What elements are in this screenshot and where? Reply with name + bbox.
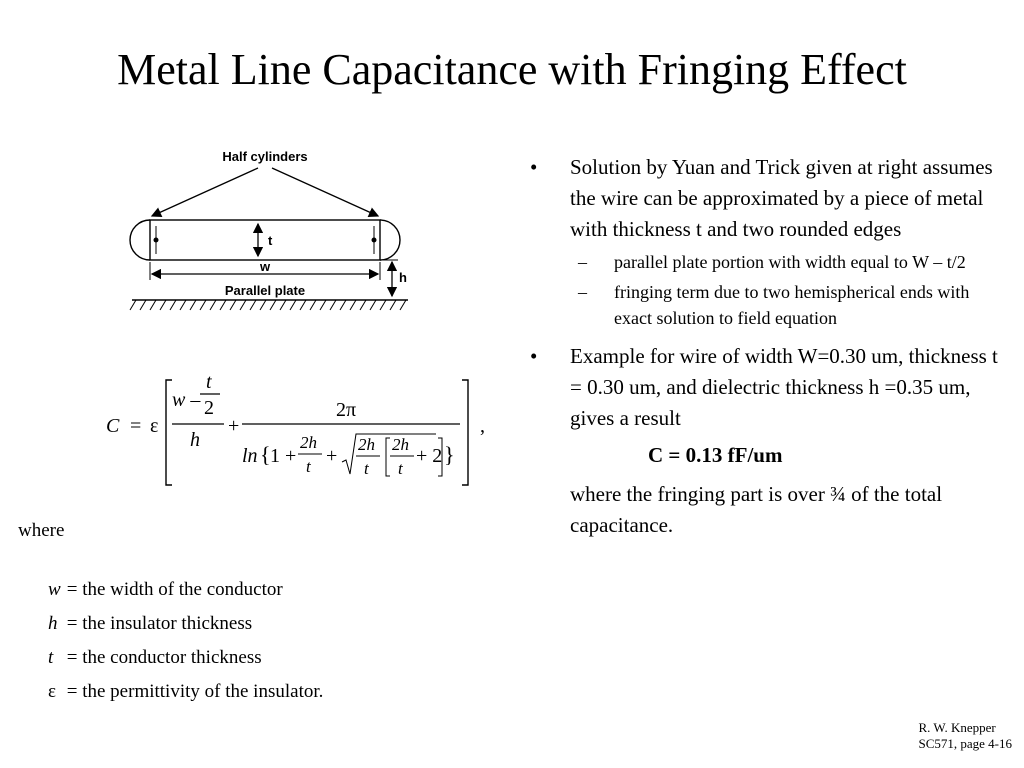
definition-t: t = the conductor thickness: [48, 646, 323, 680]
where-label: where: [18, 520, 65, 541]
right-leader-arrow: [271, 167, 380, 217]
formula-epsilon: ε: [150, 415, 158, 437]
footer-page: SC571, page 4-16: [918, 736, 1012, 751]
bullet-marker: •: [530, 344, 538, 368]
definition-text: = the width of the conductor: [66, 579, 283, 600]
svg-text:}: }: [444, 442, 455, 467]
formula-C: C: [106, 415, 120, 437]
svg-text:t: t: [398, 459, 404, 478]
right-half-cylinder: [379, 219, 401, 261]
left-center-dot: [153, 237, 159, 243]
formula-equals: =: [130, 415, 141, 437]
parallel-plate-label: Parallel plate: [225, 283, 305, 298]
sub-bullet-marker: –: [578, 252, 587, 272]
formula-plus-b: +: [326, 445, 337, 467]
result-value: C = 0.13 fF/um: [648, 443, 783, 467]
sub-bullet-text: fringing term due to two hemispherical e…: [614, 282, 970, 328]
right-center-dot: [371, 237, 377, 243]
definition-h: h = the insulator thickness: [48, 612, 323, 646]
formula-one-plus: 1 +: [270, 445, 296, 467]
formula-ln: ln: [242, 445, 258, 467]
svg-text:{: {: [260, 442, 271, 467]
left-leader-arrow: [150, 167, 259, 217]
formula-2h-b: 2h: [358, 435, 375, 454]
definition-text: = the permittivity of the insulator.: [66, 681, 324, 702]
definition-text: = the insulator thickness: [66, 613, 253, 634]
formula-two-pi: 2π: [336, 399, 356, 421]
formula-plus-two: + 2: [416, 445, 442, 467]
formula-2h-c: 2h: [392, 435, 409, 454]
left-bracket: [165, 379, 172, 486]
formula-h-denominator: h: [190, 429, 200, 451]
formula-comma: ,: [480, 415, 485, 437]
half-cylinders-label: Half cylinders: [222, 149, 307, 164]
sub-bullet-text: parallel plate portion with width equal …: [614, 252, 966, 272]
left-half-cylinder: [129, 219, 151, 261]
definition-w: w = the width of the conductor: [48, 578, 323, 612]
bullet-item: • Solution by Yuan and Trick given at ri…: [530, 152, 1000, 245]
definition-text: = the conductor thickness: [66, 647, 262, 668]
bullet-item: • Example for wire of width W=0.30 um, t…: [530, 341, 1000, 434]
definitions-list: w = the width of the conductor h = the i…: [48, 578, 323, 714]
bullet-text: Example for wire of width W=0.30 um, thi…: [570, 344, 998, 430]
formula-w-minus: w –: [172, 389, 201, 411]
right-bracket: [462, 379, 469, 486]
definition-symbol: ε: [48, 681, 56, 702]
height-label: h: [399, 270, 407, 285]
bullet-text: Solution by Yuan and Trick given at righ…: [570, 155, 993, 241]
ground-hatching: [129, 299, 407, 311]
slide-footer: R. W. Knepper SC571, page 4-16: [918, 720, 1012, 752]
bullet-list: • Solution by Yuan and Trick given at ri…: [530, 152, 1000, 541]
slide-title: Metal Line Capacitance with Fringing Eff…: [117, 45, 907, 94]
sqrt-sign: [341, 433, 436, 475]
bullet-marker: •: [530, 155, 538, 179]
svg-text:t: t: [306, 457, 312, 476]
formula-2h-a: 2h: [300, 433, 317, 452]
definition-symbol: h: [48, 613, 58, 634]
result-note: where the fringing part is over ¾ of the…: [570, 482, 943, 537]
capacitance-formula: C = ε w – t 2 h + 2π ln { 1 + 2h t + 2h …: [106, 371, 485, 486]
sub-bullet-marker: –: [578, 282, 587, 302]
formula-plus: +: [228, 415, 239, 437]
formula-t-top: t: [206, 371, 212, 393]
conductor-body: [149, 219, 381, 261]
sub-bullet-item: – fringing term due to two hemispherical…: [530, 279, 1000, 331]
svg-text:t: t: [364, 459, 370, 478]
definition-symbol: w: [48, 579, 61, 600]
definition-symbol: t: [48, 647, 54, 668]
definition-epsilon: ε = the permittivity of the insulator.: [48, 680, 323, 714]
formula-two: 2: [204, 397, 214, 419]
sub-bullet-item: – parallel plate portion with width equa…: [530, 249, 1000, 275]
width-label: w: [259, 259, 271, 274]
cross-section-diagram: Half cylinders t w h Parallel plate: [129, 149, 408, 311]
footer-author: R. W. Knepper: [918, 720, 996, 735]
thickness-label: t: [268, 233, 273, 248]
